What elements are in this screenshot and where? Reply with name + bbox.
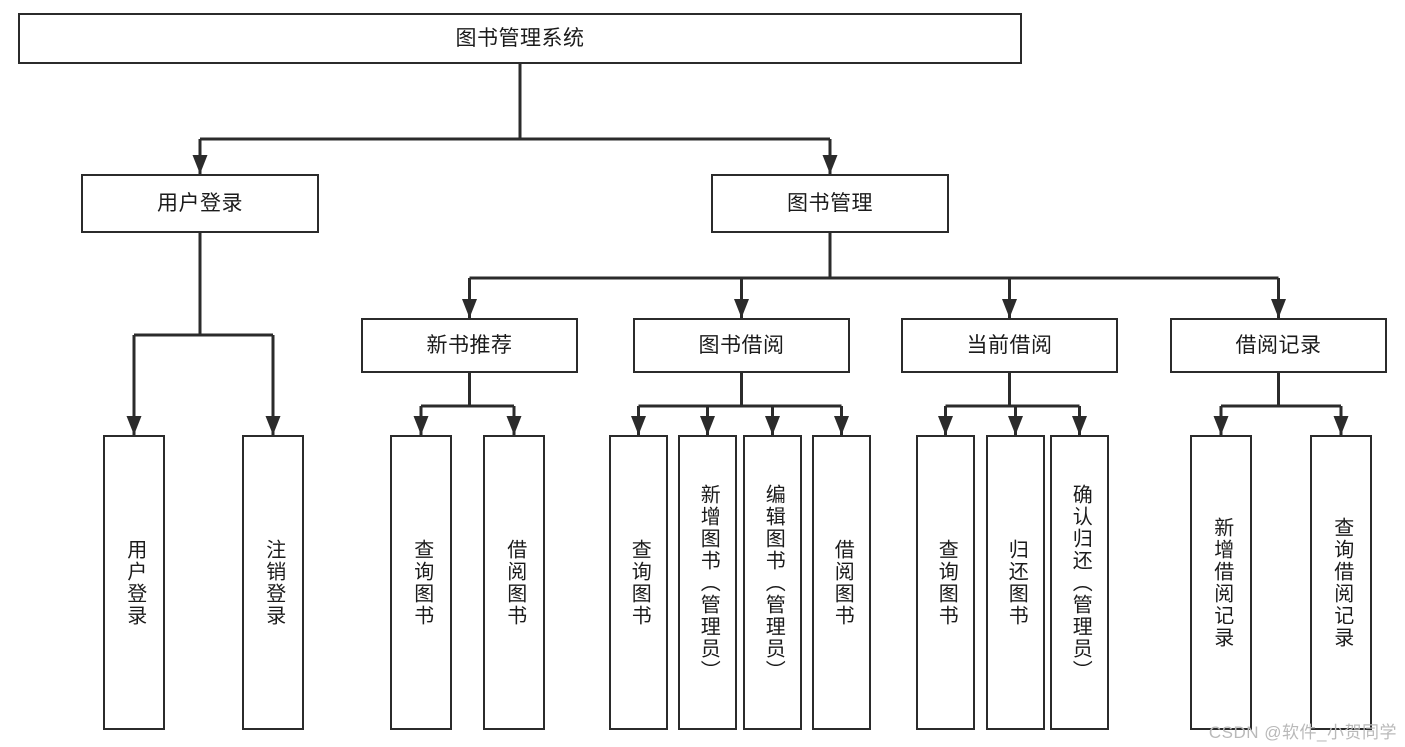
arrow-head-leaf-add-book (700, 416, 715, 435)
node-leaf-query-book-3-label: 查询图书 (935, 538, 958, 627)
arrow-head-leaf-query-book-1 (413, 416, 429, 435)
arrow-head-new-book-recommend (462, 299, 477, 318)
node-leaf-borrow-book-2[interactable]: 借阅图书 (812, 435, 871, 730)
arrow-head-book-manage (822, 155, 838, 174)
arrow-head-leaf-user-login (126, 416, 142, 435)
arrow-head-leaf-query-record (1333, 416, 1349, 435)
node-leaf-edit-book[interactable]: 编辑图书（管理员） (743, 435, 802, 730)
node-leaf-query-book-2[interactable]: 查询图书 (609, 435, 668, 730)
node-leaf-borrow-book-1-label: 借阅图书 (503, 538, 526, 627)
node-leaf-user-login[interactable]: 用户登录 (103, 435, 165, 730)
node-leaf-query-book-1[interactable]: 查询图书 (390, 435, 452, 730)
arrow-head-current-borrow (1002, 299, 1017, 318)
node-leaf-confirm-return-label: 确认归还（管理员） (1069, 483, 1092, 682)
node-leaf-return-book[interactable]: 归还图书 (986, 435, 1045, 730)
arrow-head-leaf-return-book (1008, 416, 1023, 435)
arrow-head-leaf-confirm-return (1072, 416, 1087, 435)
node-book-borrow-label: 图书借阅 (698, 333, 785, 357)
arrow-head-leaf-edit-book (765, 416, 780, 435)
node-book-manage-label: 图书管理 (787, 191, 873, 215)
arrow-head-leaf-add-record (1213, 416, 1229, 435)
arrow-head-borrow-record (1271, 299, 1286, 318)
node-leaf-user-logout[interactable]: 注销登录 (242, 435, 304, 730)
node-root[interactable]: 图书管理系统 (18, 13, 1022, 64)
node-leaf-return-book-label: 归还图书 (1005, 538, 1028, 627)
node-current-borrow-label: 当前借阅 (966, 333, 1053, 357)
node-leaf-add-book-label: 新增图书（管理员） (697, 483, 720, 682)
node-new-book-recommend[interactable]: 新书推荐 (361, 318, 578, 373)
node-leaf-query-record-label: 查询借阅记录 (1330, 516, 1353, 649)
arrow-head-user-login (192, 155, 208, 174)
node-leaf-user-login-label: 用户登录 (123, 538, 146, 627)
node-new-book-recommend-label: 新书推荐 (426, 333, 513, 357)
node-leaf-query-record[interactable]: 查询借阅记录 (1310, 435, 1372, 730)
node-leaf-confirm-return[interactable]: 确认归还（管理员） (1050, 435, 1109, 730)
arrow-head-book-borrow (734, 299, 749, 318)
node-leaf-user-logout-label: 注销登录 (262, 538, 285, 627)
node-leaf-query-book-2-label: 查询图书 (628, 538, 651, 627)
arrow-head-leaf-query-book-2 (631, 416, 646, 435)
node-leaf-query-book-1-label: 查询图书 (410, 538, 433, 627)
node-book-manage[interactable]: 图书管理 (711, 174, 949, 233)
node-user-login[interactable]: 用户登录 (81, 174, 319, 233)
node-leaf-edit-book-label: 编辑图书（管理员） (762, 483, 785, 682)
arrow-head-leaf-borrow-book-1 (506, 416, 522, 435)
node-book-borrow[interactable]: 图书借阅 (633, 318, 850, 373)
node-borrow-record-label: 借阅记录 (1235, 333, 1322, 357)
node-user-login-label: 用户登录 (157, 191, 243, 215)
node-leaf-borrow-book-2-label: 借阅图书 (831, 538, 854, 627)
node-current-borrow[interactable]: 当前借阅 (901, 318, 1118, 373)
node-borrow-record[interactable]: 借阅记录 (1170, 318, 1387, 373)
node-leaf-add-book[interactable]: 新增图书（管理员） (678, 435, 737, 730)
node-root-label: 图书管理系统 (455, 26, 585, 50)
arrow-head-leaf-user-logout (265, 416, 281, 435)
node-leaf-query-book-3[interactable]: 查询图书 (916, 435, 975, 730)
node-leaf-add-record[interactable]: 新增借阅记录 (1190, 435, 1252, 730)
arrow-head-leaf-query-book-3 (938, 416, 953, 435)
node-leaf-add-record-label: 新增借阅记录 (1210, 516, 1233, 649)
arrow-head-leaf-borrow-book-2 (834, 416, 849, 435)
node-leaf-borrow-book-1[interactable]: 借阅图书 (483, 435, 545, 730)
